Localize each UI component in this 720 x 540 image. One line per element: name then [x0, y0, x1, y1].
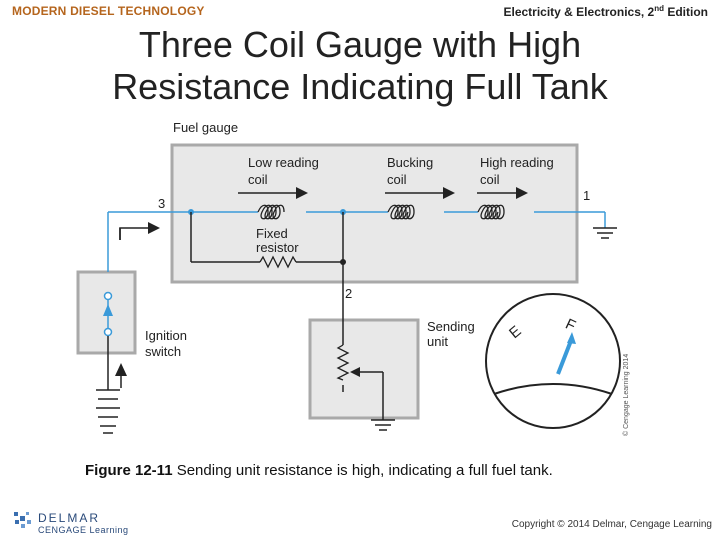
current-arrow-bottom-icon — [115, 363, 127, 376]
label-ignition-switch-2: switch — [145, 344, 181, 359]
terminal-2-dot — [340, 259, 346, 265]
low-reading-coil-icon — [257, 204, 285, 220]
figure-caption: Figure 12-11 Sending unit resistance is … — [85, 462, 553, 479]
header-publication-title: MODERN DIESEL TECHNOLOGY — [12, 4, 205, 18]
figure-caption-text: Sending unit resistance is high, indicat… — [172, 462, 553, 479]
bucking-coil-icon — [387, 204, 415, 220]
image-credit: © Cengage Learning 2014 — [622, 354, 630, 436]
blue-wiring — [107, 211, 605, 272]
switch-blade-arrowhead-icon — [103, 304, 113, 316]
header-edition: Electricity & Electronics, 2nd Edition — [503, 4, 708, 19]
wiper-arrowhead-icon — [350, 367, 360, 377]
label-terminal-3: 3 — [158, 196, 165, 211]
label-sending-unit-2: unit — [427, 334, 448, 349]
high-reading-coil-icon — [477, 204, 505, 220]
label-fuel-gauge: Fuel gauge — [173, 120, 238, 135]
logo-subtitle: CENGAGE Learning — [38, 525, 129, 535]
slide-title-line2: Resistance Indicating Full Tank — [112, 66, 608, 107]
fuel-needle-tip-icon — [567, 332, 576, 344]
delmar-logo-icon — [14, 512, 31, 528]
low-coil-arrowhead-icon — [296, 187, 308, 199]
slide-title-line1: Three Coil Gauge with High — [138, 24, 582, 65]
slide-title: Three Coil Gauge with High Resistance In… — [0, 24, 720, 108]
ground-icon-gauge — [593, 212, 617, 239]
label-fixed-resistor-1: Fixed — [256, 226, 288, 241]
label-fixed-resistor-2: resistor — [256, 240, 299, 255]
label-low-reading-coil-1: Low reading — [248, 155, 319, 170]
logo-wordmark: DELMAR — [38, 511, 101, 525]
label-high-reading-coil-2: coil — [480, 172, 500, 187]
header-edition-tail: Edition — [664, 5, 708, 19]
label-low-reading-coil-2: coil — [248, 172, 268, 187]
label-high-reading-coil-1: High reading — [480, 155, 554, 170]
switch-contact-top — [103, 291, 113, 301]
fuel-gauge-housing — [170, 143, 579, 284]
current-arrowhead-top-icon — [148, 222, 160, 234]
sending-unit-resistor-icon — [336, 344, 350, 381]
header-edition-main: Electricity & Electronics, 2 — [503, 5, 655, 19]
label-bucking-coil-2: coil — [387, 172, 407, 187]
ground-icon-sending — [371, 419, 395, 431]
header-edition-sup: nd — [654, 4, 664, 13]
fixed-resistor-icon — [259, 255, 297, 269]
figure-number: Figure 12-11 — [85, 462, 173, 479]
label-bucking-coil-1: Bucking — [387, 155, 433, 170]
switch-contact-bottom — [103, 327, 113, 337]
bucking-coil-arrowhead-icon — [443, 187, 455, 199]
ground-icon-battery — [96, 389, 120, 434]
sending-unit-housing — [308, 318, 420, 420]
label-terminal-1: 1 — [583, 188, 590, 203]
label-ignition-switch-1: Ignition — [145, 328, 187, 343]
current-arrow-top — [119, 227, 150, 240]
fuel-level-dial — [485, 293, 621, 429]
copyright-notice: Copyright © 2014 Delmar, Cengage Learnin… — [511, 519, 712, 530]
high-coil-arrowhead-icon — [516, 187, 528, 199]
label-terminal-2: 2 — [345, 286, 352, 301]
label-sending-unit-1: Sending — [427, 319, 475, 334]
fuel-needle — [556, 337, 574, 375]
